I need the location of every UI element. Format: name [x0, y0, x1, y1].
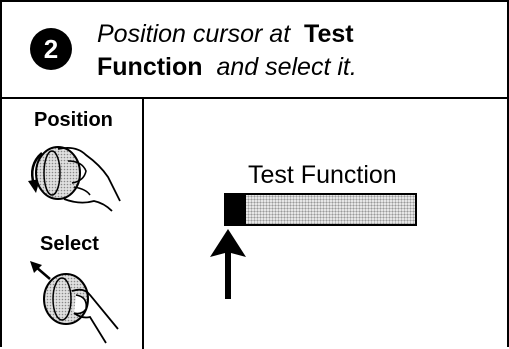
display-panel: Test Function [144, 99, 507, 349]
knob-rotate-icon [28, 146, 121, 212]
instruction-emphasis-1: Test [304, 20, 354, 48]
test-function-field[interactable] [224, 193, 417, 226]
step-instruction: Position cursor at Test Function and sel… [97, 18, 497, 84]
controls-panel: Position Select [2, 99, 144, 349]
menu-item-label: Test Function [248, 161, 397, 189]
instruction-text-1: Position cursor at [97, 20, 291, 48]
instruction-text-2: and select it. [216, 53, 357, 81]
menu-cursor [226, 195, 246, 224]
step-number-badge: 2 [30, 28, 72, 70]
position-label: Position [34, 109, 113, 131]
up-arrow-icon [210, 229, 246, 299]
knob-push-icon [30, 261, 119, 344]
instruction-emphasis-2: Function [97, 53, 203, 81]
step-header: 2 Position cursor at Test Function and s… [2, 2, 507, 99]
select-label: Select [40, 233, 99, 255]
